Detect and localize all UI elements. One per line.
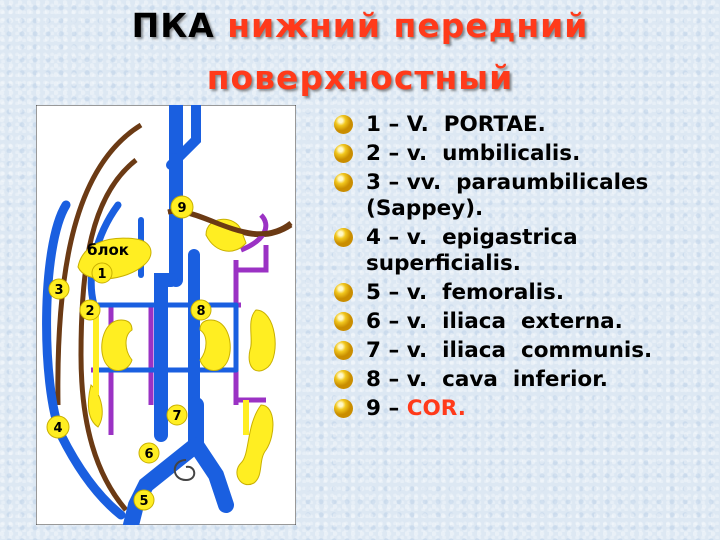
legend-text: V. PORTAE. [406,112,546,137]
kidney-far-right [248,309,276,372]
label-2: 2 [79,299,101,321]
bullet-icon [334,312,353,331]
legend-dash: – [380,141,407,166]
bullet-icon [334,144,353,163]
legend-highlight: COR. [406,396,466,421]
legend-list: 1 – V. PORTAE. 2 – v. umbilicalis. 3 – vv.… [334,112,652,425]
title-word-pka: ПКА [131,6,215,45]
legend-continuation: (Sappey). [366,196,484,221]
kidney-right [199,319,231,371]
legend-dash: – [380,225,407,250]
legend-dash: – [380,170,407,195]
legend-item-9: 9 – COR. [334,396,652,422]
legend-text: v. iliaca externa. [406,309,623,334]
legend-number: 9 [366,396,381,421]
legend-number: 1 [366,112,381,137]
bullet-icon [334,399,353,418]
legend-text: v. iliaca communis. [406,338,653,363]
page-title-line-2: поверхностный [206,58,514,97]
page-title-line-1: ПКА нижний передний [0,6,720,45]
kidney-left [101,319,133,371]
label-9-text: 9 [177,201,186,216]
label-blok: блок [87,241,129,259]
legend-number: 2 [366,141,381,166]
label-6: 6 [138,442,160,464]
legend-dash: – [380,367,407,392]
coil-vessel [173,459,196,482]
bullet-icon [334,283,353,302]
label-8-text: 8 [196,304,205,319]
legend-dash: – [380,309,407,334]
label-2-text: 2 [85,304,94,319]
legend-item-7: 7 – v. iliaca communis. [334,338,652,364]
venous-anastomosis-diagram: 1 2 3 4 5 6 7 8 9 блок [36,105,296,525]
legend-number: 4 [366,225,381,250]
legend-dash: – [380,280,407,305]
label-9: 9 [170,195,194,219]
label-5-text: 5 [139,494,148,509]
legend-text: v. cava inferior. [406,367,608,392]
legend-number: 7 [366,338,381,363]
label-1-text: 1 [97,267,106,282]
legend-dash: – [380,338,407,363]
legend-number: 3 [366,170,381,195]
bladder [236,404,274,486]
bullet-icon [334,228,353,247]
legend-text: v. epigastrica [406,225,578,250]
legend-continuation: superficialis. [366,251,521,276]
label-8: 8 [190,299,212,321]
label-4-text: 4 [53,421,62,436]
legend-number: 5 [366,280,381,305]
legend-text: vv. paraumbilicales [406,170,649,195]
label-3: 3 [48,278,70,300]
bullet-icon [334,341,353,360]
label-1: 1 [91,262,113,284]
label-3-text: 3 [54,283,63,298]
legend-text: v. femoralis. [406,280,565,305]
bullet-icon [334,115,353,134]
bullet-icon [334,370,353,389]
legend-dash: – [380,396,407,421]
yellow-tubes [93,305,249,435]
legend-item-1: 1 – V. PORTAE. [334,112,652,138]
legend-number: 8 [366,367,381,392]
label-7-text: 7 [172,409,181,424]
legend-item-5: 5 – v. femoralis. [334,280,652,306]
title-word-nizhniy: нижний передний [227,6,589,45]
label-6-text: 6 [144,447,153,462]
legend-text: v. umbilicalis. [406,141,581,166]
legend-item-6: 6 – v. iliaca externa. [334,309,652,335]
legend-number: 6 [366,309,381,334]
bullet-icon [334,173,353,192]
label-7: 7 [166,404,188,426]
femoral-left [87,384,103,428]
legend-item-3: 3 – vv. paraumbilicales(Sappey). [334,170,652,222]
legend-dash: – [380,112,407,137]
label-5: 5 [133,489,155,511]
label-4: 4 [46,415,70,439]
legend-item-8: 8 – v. cava inferior. [334,367,652,393]
legend-item-2: 2 – v. umbilicalis. [334,141,652,167]
